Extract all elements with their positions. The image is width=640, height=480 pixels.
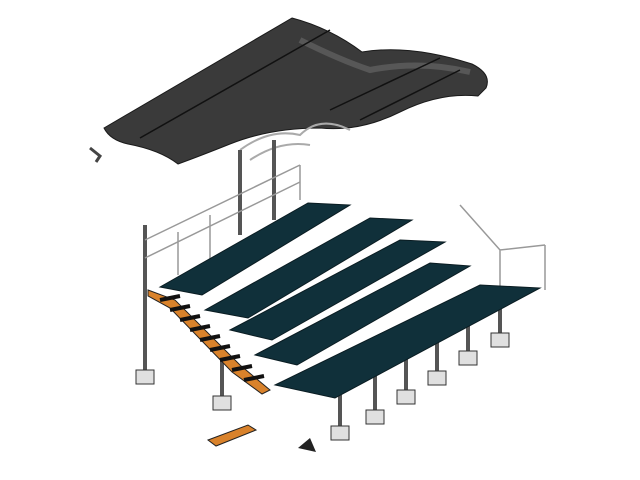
loose-stair-part xyxy=(206,424,258,447)
bench-row-5 xyxy=(273,284,542,399)
footing xyxy=(490,332,510,348)
stair-treads xyxy=(159,294,265,382)
benches xyxy=(158,202,542,399)
bench-row-4 xyxy=(253,262,472,366)
footing xyxy=(427,370,447,386)
loose-parts xyxy=(206,424,316,452)
bench-row-3 xyxy=(228,239,447,341)
footing xyxy=(458,350,478,366)
footings xyxy=(135,332,510,441)
roof-seam xyxy=(139,29,331,139)
footing xyxy=(365,409,385,425)
roof-highlight xyxy=(298,37,471,75)
bench-row-1 xyxy=(158,202,352,296)
rear-railing xyxy=(144,164,301,275)
side-railing xyxy=(369,204,546,361)
loose-bracket xyxy=(298,438,316,452)
footing xyxy=(330,425,350,441)
bench-row-2 xyxy=(203,217,414,319)
support-columns xyxy=(143,140,502,428)
roof-canopy xyxy=(89,17,488,165)
roof-seam xyxy=(329,57,441,111)
roof-truss xyxy=(239,122,351,161)
stair xyxy=(147,289,271,395)
roof-surface xyxy=(103,17,488,165)
railings xyxy=(144,164,546,361)
footing xyxy=(396,389,416,405)
footing xyxy=(135,369,155,385)
roof-seam xyxy=(359,69,461,121)
roof-bracket xyxy=(89,146,103,163)
footing xyxy=(212,395,232,411)
